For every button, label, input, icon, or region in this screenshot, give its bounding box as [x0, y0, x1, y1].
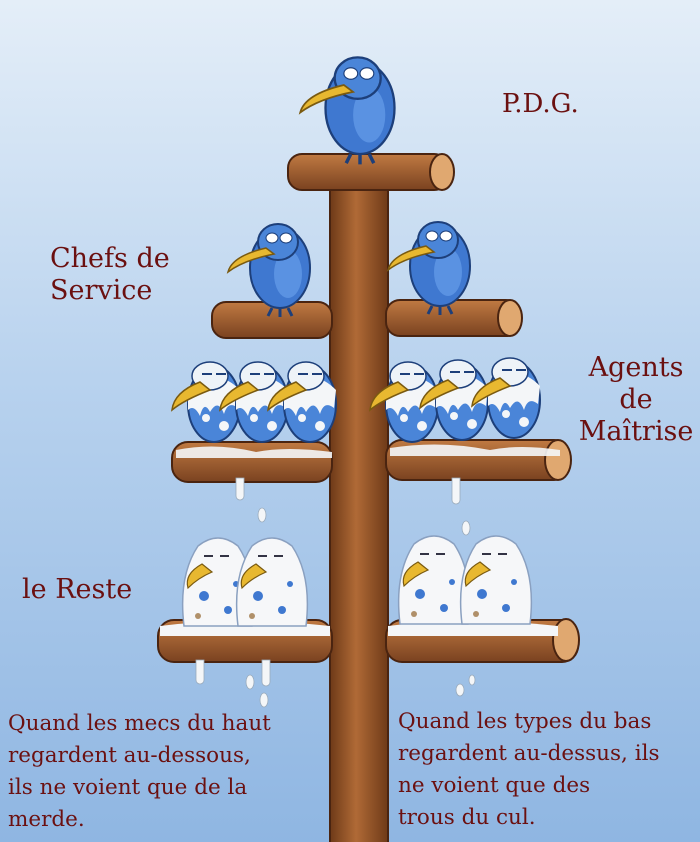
trunk	[329, 159, 389, 842]
label-pdg: P.D.G.	[502, 89, 579, 119]
label-chefs-de-service: Chefs de Service	[50, 243, 170, 306]
ceo-bird	[298, 55, 397, 167]
caption-left: Quand les mecs du haut regardent au-dess…	[8, 711, 271, 832]
rest-bird-2	[235, 537, 309, 627]
label-le-reste: le Reste	[22, 574, 133, 605]
label-agents-de-maitrise: Agents de Maîtrise	[578, 352, 694, 447]
top-branch	[287, 153, 449, 191]
caption-right: Quand les types du bas regardent au-dess…	[398, 709, 660, 830]
rest-bird-3	[397, 535, 471, 625]
droppings	[195, 477, 476, 708]
rest-bird-4	[459, 535, 533, 625]
